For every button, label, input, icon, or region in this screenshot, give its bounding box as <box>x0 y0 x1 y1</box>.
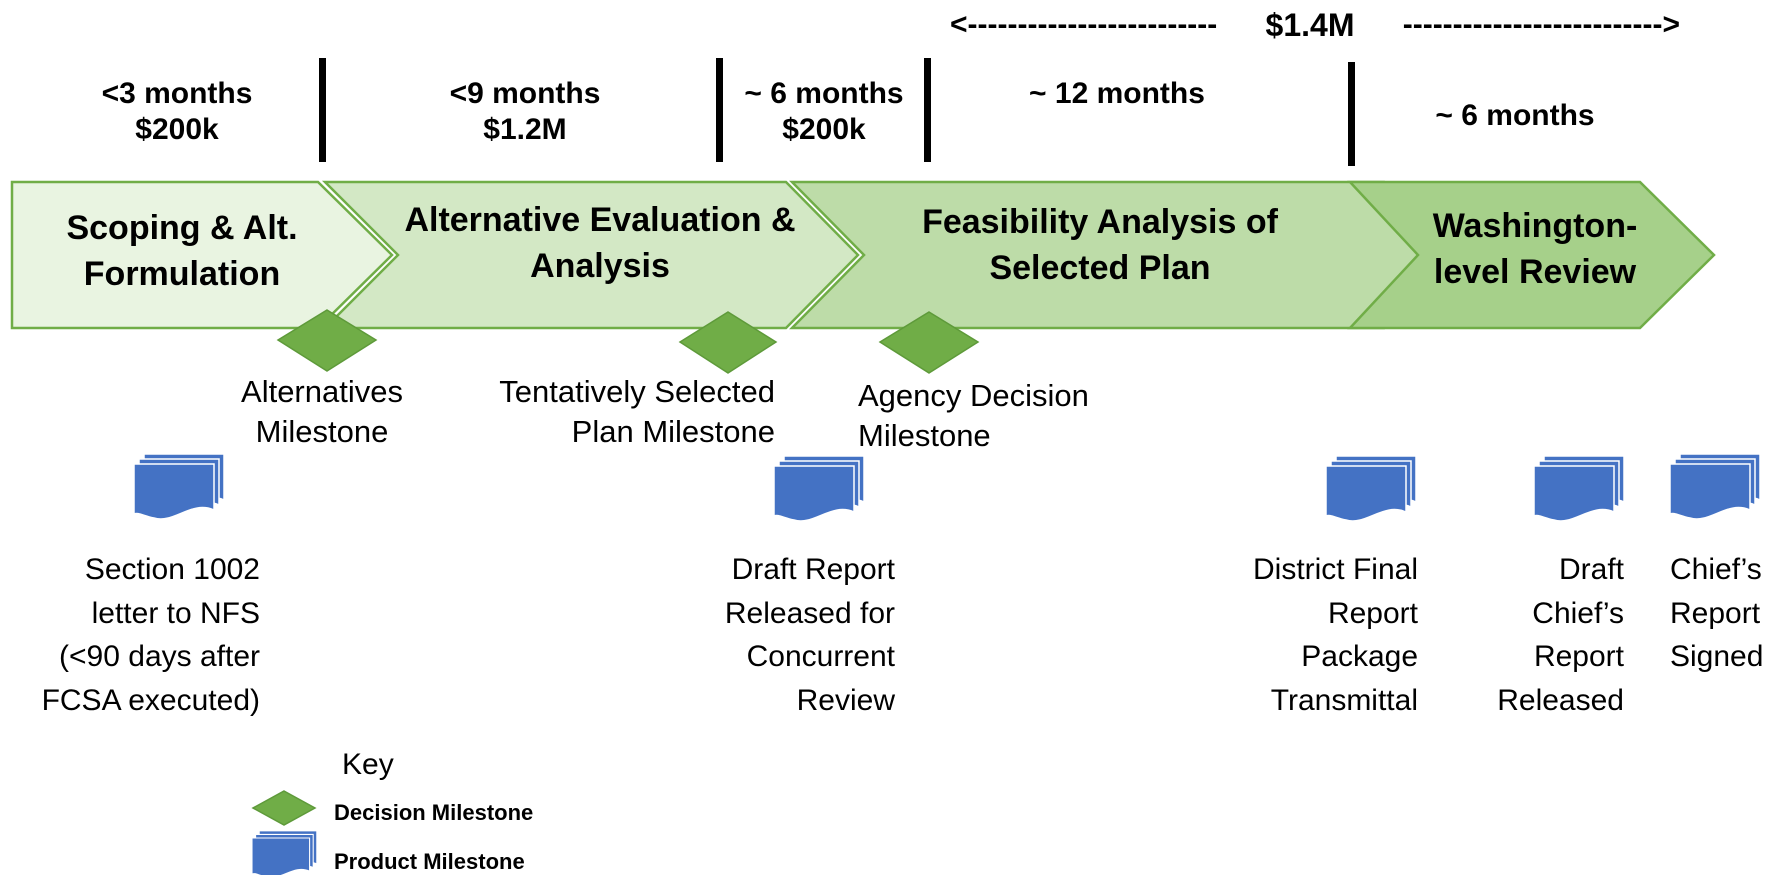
decision-milestone-label-tsp: Tentatively Selected Plan Milestone <box>499 374 775 450</box>
decision-milestone-diamond <box>276 309 378 372</box>
key-product-label: Product Milestone <box>334 849 525 874</box>
duration-cost: $1.2M <box>483 113 567 146</box>
doc-sheet <box>1533 465 1615 522</box>
doc-sheet <box>773 465 855 522</box>
product-milestone-doc-icon <box>133 453 225 520</box>
product-milestone-label-section-1002: Section 1002 letter to NFS (<90 days aft… <box>41 553 260 717</box>
duration-phase-5: ~ 6 months <box>1410 98 1620 134</box>
doc-sheet <box>1325 465 1407 522</box>
phase-divider <box>924 58 931 162</box>
key-decision-label: Decision Milestone <box>334 800 534 825</box>
decision-milestone-label-alternatives: Alternatives Milestone <box>241 374 403 450</box>
phase-chevron-alt-eval <box>321 180 860 330</box>
doc-sheet <box>133 463 215 520</box>
decision-milestone-label-agency: Agency Decision Milestone <box>858 378 1089 454</box>
product-milestone-doc-icon <box>1325 455 1417 522</box>
decision-milestone-diamond <box>878 311 980 374</box>
phase-label-scoping: Scoping & Alt. Formulation <box>66 209 298 293</box>
cost-banner-label: $1.4M <box>1265 7 1355 43</box>
product-milestone-label-draft-chiefs: Draft Chief’s Report Released <box>1497 553 1624 717</box>
phase-chevron-washington <box>1347 180 1716 330</box>
duration-time: <9 months <box>449 77 601 110</box>
doc-sheet <box>1669 463 1751 520</box>
duration-cost: $200k <box>782 113 866 146</box>
duration-time: ~ 6 months <box>744 77 904 110</box>
phase-divider <box>319 58 326 162</box>
duration-cost: $200k <box>135 113 219 146</box>
phase-chevron-scoping <box>10 180 394 330</box>
phase-divider <box>716 58 723 162</box>
key-doc-icon <box>251 830 318 875</box>
cost-banner-right-arrow: --------------------------> <box>1402 8 1680 42</box>
product-milestone-doc-icon <box>773 455 865 522</box>
duration-time: ~ 6 months <box>1435 99 1595 132</box>
product-milestone-label-district-final: District Final Report Package Transmitta… <box>1252 553 1418 717</box>
product-milestone-doc-icon <box>1533 455 1625 522</box>
cost-banner: <------------------------- $1.4M -------… <box>950 6 1680 44</box>
duration-time: ~ 12 months <box>1029 77 1205 110</box>
duration-phase-2: <9 months $1.2M <box>430 76 620 148</box>
duration-phase-4: ~ 12 months <box>1012 76 1222 112</box>
duration-phase-1: <3 months $200k <box>82 76 272 148</box>
decision-milestone-diamond <box>678 311 778 374</box>
key-title: Key <box>342 748 394 781</box>
duration-time: <3 months <box>101 77 253 110</box>
product-milestone-label-chiefs-signed: Chief’s Report Signed <box>1670 553 1764 673</box>
product-milestone-label-draft-report: Draft Report Released for Concurrent Rev… <box>724 553 895 717</box>
product-milestone-doc-icon <box>1669 453 1761 520</box>
phase-label-washington: Washington- level Review <box>1432 207 1638 291</box>
duration-phase-3: ~ 6 months $200k <box>732 76 916 148</box>
phase-label-alt-eval: Alternative Evaluation & Analysis <box>404 201 796 285</box>
phase-label-feasibility: Feasibility Analysis of Selected Plan <box>922 203 1278 287</box>
doc-sheet <box>251 837 311 875</box>
key-diamond-icon <box>251 790 317 826</box>
cost-banner-left-arrow: <------------------------- <box>950 8 1218 42</box>
phase-divider <box>1348 62 1355 166</box>
